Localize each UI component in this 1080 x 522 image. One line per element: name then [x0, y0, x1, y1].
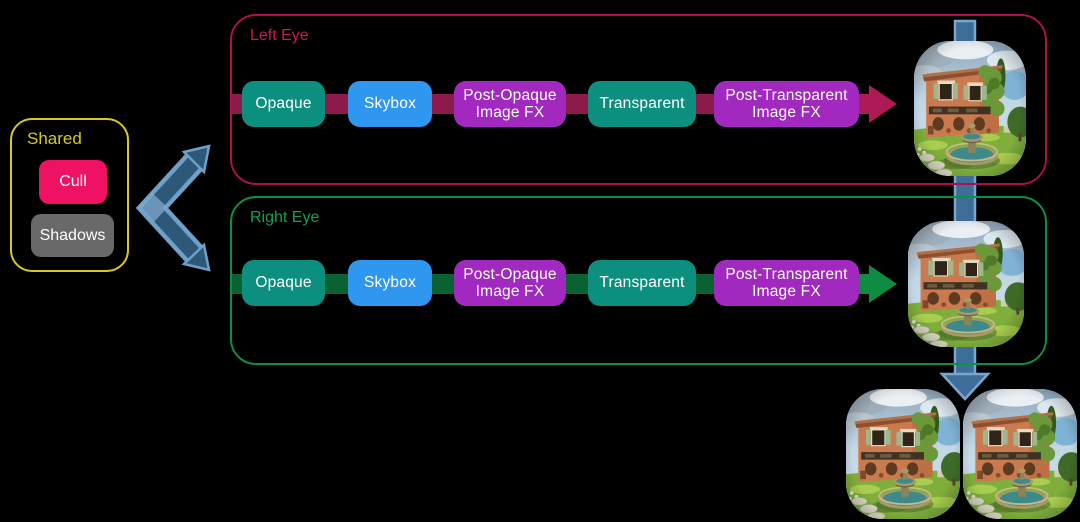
- stage-skybox-left: Skybox: [348, 81, 432, 127]
- stage-post-opaque-fx-left: Post-Opaque Image FX: [454, 81, 566, 127]
- right-eye-title: Right Eye: [250, 209, 320, 226]
- shared-panel: Shared Cull Shadows: [10, 118, 129, 272]
- right-flow-arrowhead: [869, 265, 897, 303]
- stage-opaque-left: Opaque: [242, 81, 325, 127]
- split-arrowhead-up: [181, 144, 211, 175]
- stereo-left-render-image: [846, 389, 960, 519]
- split-arrowhead-down: [181, 242, 211, 272]
- left-eye-title: Left Eye: [250, 27, 309, 44]
- stage-transparent-left: Transparent: [588, 81, 696, 127]
- left-eye-render-image: [914, 41, 1026, 176]
- right-flow-band-end: [857, 274, 871, 294]
- stereo-right-render-image: [963, 389, 1077, 519]
- shared-split-arrow: [135, 144, 211, 272]
- down-arrowhead: [939, 372, 991, 401]
- stage-post-transparent-fx-left: Post-Transparent Image FX: [714, 81, 859, 127]
- right-eye-panel: Right Eye Opaque Skybox Post-Opaque Imag…: [230, 196, 1047, 365]
- stage-skybox-right: Skybox: [348, 260, 432, 306]
- right-eye-render-image: [908, 221, 1024, 347]
- stage-post-opaque-fx-right: Post-Opaque Image FX: [454, 260, 566, 306]
- left-eye-panel: Left Eye Opaque Skybox Post-Opaque Image…: [230, 14, 1047, 185]
- stage-opaque-right: Opaque: [242, 260, 325, 306]
- stage-transparent-right: Transparent: [588, 260, 696, 306]
- shadows-node: Shadows: [31, 214, 114, 257]
- cull-node: Cull: [39, 160, 107, 204]
- shared-panel-title: Shared: [27, 129, 82, 148]
- left-flow-band-end: [857, 94, 871, 114]
- left-flow-arrowhead: [869, 85, 897, 123]
- stereo-output-pair: [846, 389, 1078, 519]
- stage-post-transparent-fx-right: Post-Transparent Image FX: [714, 260, 859, 306]
